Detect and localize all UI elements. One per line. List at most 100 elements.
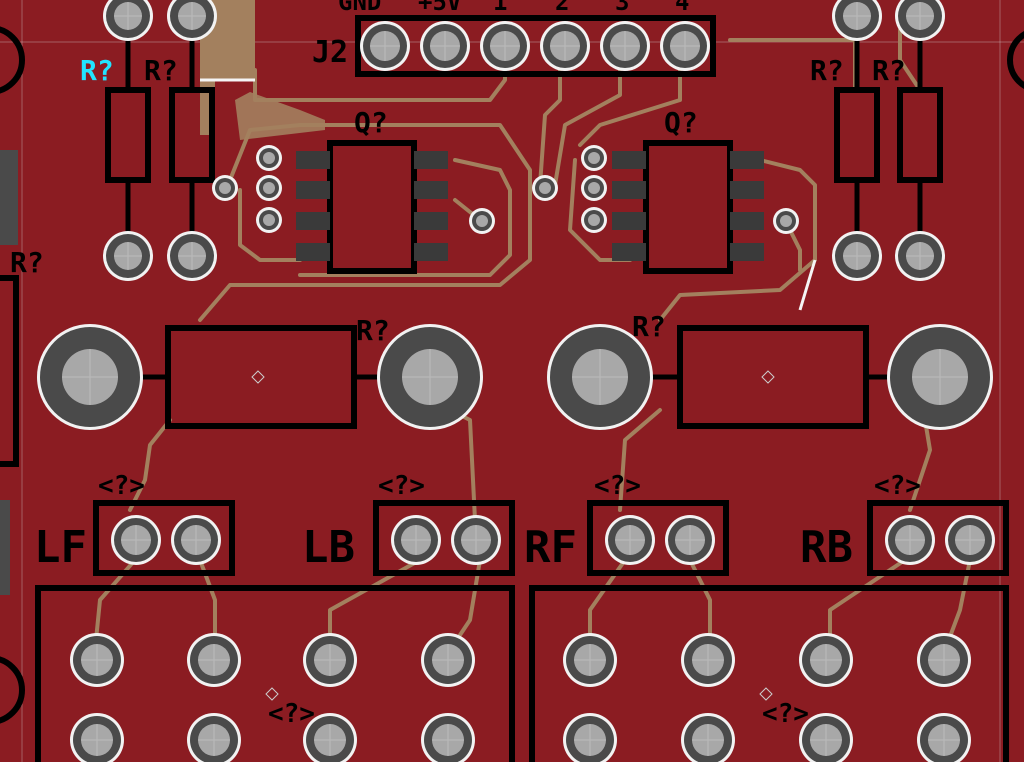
resistor-pad[interactable] xyxy=(895,231,945,281)
ic-smd-pad[interactable] xyxy=(612,243,646,261)
bottom-connector-pad[interactable] xyxy=(681,633,735,687)
power-resistor-label-left[interactable]: R? xyxy=(356,314,390,347)
power-resistor-pad[interactable] xyxy=(887,324,993,430)
ic-right[interactable] xyxy=(612,140,764,274)
ic-smd-pad[interactable] xyxy=(730,212,764,230)
bottom-connector-pad[interactable] xyxy=(421,633,475,687)
connector-lb-outline xyxy=(373,500,515,576)
ic-smd-pad[interactable] xyxy=(612,212,646,230)
bottom-connector-pad[interactable] xyxy=(70,633,124,687)
left-edge-parts[interactable] xyxy=(0,26,25,724)
via[interactable] xyxy=(212,175,238,201)
header-pin-6[interactable] xyxy=(660,21,710,71)
connector-designator-lf[interactable]: <?> xyxy=(98,471,145,501)
bottom-connector-pad[interactable] xyxy=(303,713,357,762)
connector-designator-rf[interactable]: <?> xyxy=(594,471,641,501)
resistor-label-tr-a[interactable]: R? xyxy=(810,54,844,87)
connector-designator-lb[interactable]: <?> xyxy=(378,471,425,501)
ic-smd-pad[interactable] xyxy=(414,151,448,169)
resistor-label-selected[interactable]: R? xyxy=(80,54,114,87)
vias[interactable] xyxy=(212,145,799,234)
resistor-pad[interactable] xyxy=(103,0,153,41)
connector-pin-pad[interactable] xyxy=(885,515,935,565)
connector-designator-rb[interactable]: <?> xyxy=(874,471,921,501)
resistor-pad[interactable] xyxy=(895,0,945,41)
connector-pin-pad[interactable] xyxy=(945,515,995,565)
ic-smd-pad[interactable] xyxy=(414,181,448,199)
bottom-connector-designator-right[interactable]: <?> xyxy=(762,699,809,729)
connector-pin-pad[interactable] xyxy=(391,515,441,565)
bottom-connector-pad[interactable] xyxy=(563,713,617,762)
ic-smd-pad[interactable] xyxy=(612,151,646,169)
connector-label-rf[interactable]: RF xyxy=(524,522,577,573)
header-pin-5[interactable] xyxy=(600,21,650,71)
bottom-connector-pad[interactable] xyxy=(799,633,853,687)
connector-pin-pad[interactable] xyxy=(605,515,655,565)
resistor-pad[interactable] xyxy=(832,0,882,41)
resistor-label-tl-b[interactable]: R? xyxy=(144,54,178,87)
header-pin-1[interactable] xyxy=(360,21,410,71)
via[interactable] xyxy=(256,145,282,171)
resistor-label-tr-b[interactable]: R? xyxy=(872,54,906,87)
bottom-connector-pad[interactable] xyxy=(681,713,735,762)
resistor-label-left-edge[interactable]: R? xyxy=(10,246,44,279)
header-pin-3[interactable] xyxy=(480,21,530,71)
bottom-connectors[interactable] xyxy=(35,585,1009,762)
resistor-pad[interactable] xyxy=(167,231,217,281)
power-resistor-pad[interactable] xyxy=(547,324,653,430)
ic-smd-pad[interactable] xyxy=(414,212,448,230)
ic-label-left[interactable]: Q? xyxy=(354,106,388,139)
connector-label-rb[interactable]: RB xyxy=(800,522,853,573)
bottom-connector-pad[interactable] xyxy=(187,633,241,687)
resistor-pad[interactable] xyxy=(832,231,882,281)
power-resistor-pad[interactable] xyxy=(37,324,143,430)
bottom-connector-pad[interactable] xyxy=(917,633,971,687)
via[interactable] xyxy=(256,175,282,201)
via[interactable] xyxy=(581,145,607,171)
bottom-connector-pad[interactable] xyxy=(70,713,124,762)
connector-pin-pad[interactable] xyxy=(665,515,715,565)
resistor-pad[interactable] xyxy=(167,0,217,41)
via[interactable] xyxy=(256,207,282,233)
through-hole-pads[interactable] xyxy=(37,0,995,762)
connector-label-lb[interactable]: LB xyxy=(302,522,355,573)
bottom-connector-designator-left[interactable]: <?> xyxy=(268,699,315,729)
power-resistor-label-right[interactable]: R? xyxy=(632,310,666,343)
ic-smd-pad[interactable] xyxy=(730,181,764,199)
header-pin-2[interactable] xyxy=(420,21,470,71)
bottom-connector-pad[interactable] xyxy=(421,713,475,762)
right-edge-parts[interactable] xyxy=(1007,30,1024,90)
ic-smd-pad[interactable] xyxy=(414,243,448,261)
ic-smd-pad[interactable] xyxy=(296,212,330,230)
header-j2[interactable] xyxy=(355,15,716,77)
bottom-connector-pad[interactable] xyxy=(187,713,241,762)
ic-smd-pad[interactable] xyxy=(730,243,764,261)
connector-pin-pad[interactable] xyxy=(171,515,221,565)
connector-pin-pad[interactable] xyxy=(111,515,161,565)
connector-pin-pad[interactable] xyxy=(451,515,501,565)
ic-smd-pad[interactable] xyxy=(612,181,646,199)
ic-smd-pad[interactable] xyxy=(296,181,330,199)
via[interactable] xyxy=(773,208,799,234)
resistor-pad[interactable] xyxy=(103,231,153,281)
bottom-connector-pad[interactable] xyxy=(303,633,357,687)
ic-left[interactable] xyxy=(296,140,448,274)
small-resistors[interactable] xyxy=(105,30,943,245)
header-pin-4[interactable] xyxy=(540,21,590,71)
bottom-connector-pad[interactable] xyxy=(917,713,971,762)
via[interactable] xyxy=(532,175,558,201)
ic-label-right[interactable]: Q? xyxy=(664,106,698,139)
ic-smd-pad[interactable] xyxy=(296,151,330,169)
bottom-connector-pad[interactable] xyxy=(563,633,617,687)
connectors-2pin[interactable] xyxy=(93,500,1009,576)
ic-smd-pad[interactable] xyxy=(296,243,330,261)
via[interactable] xyxy=(581,175,607,201)
power-resistor-pad[interactable] xyxy=(377,324,483,430)
ic-smd-pad[interactable] xyxy=(730,151,764,169)
via[interactable] xyxy=(469,208,495,234)
via[interactable] xyxy=(581,207,607,233)
connector-label-lf[interactable]: LF xyxy=(34,522,87,573)
bottom-connector-pad[interactable] xyxy=(799,713,853,762)
connector-rf-outline xyxy=(587,500,729,576)
